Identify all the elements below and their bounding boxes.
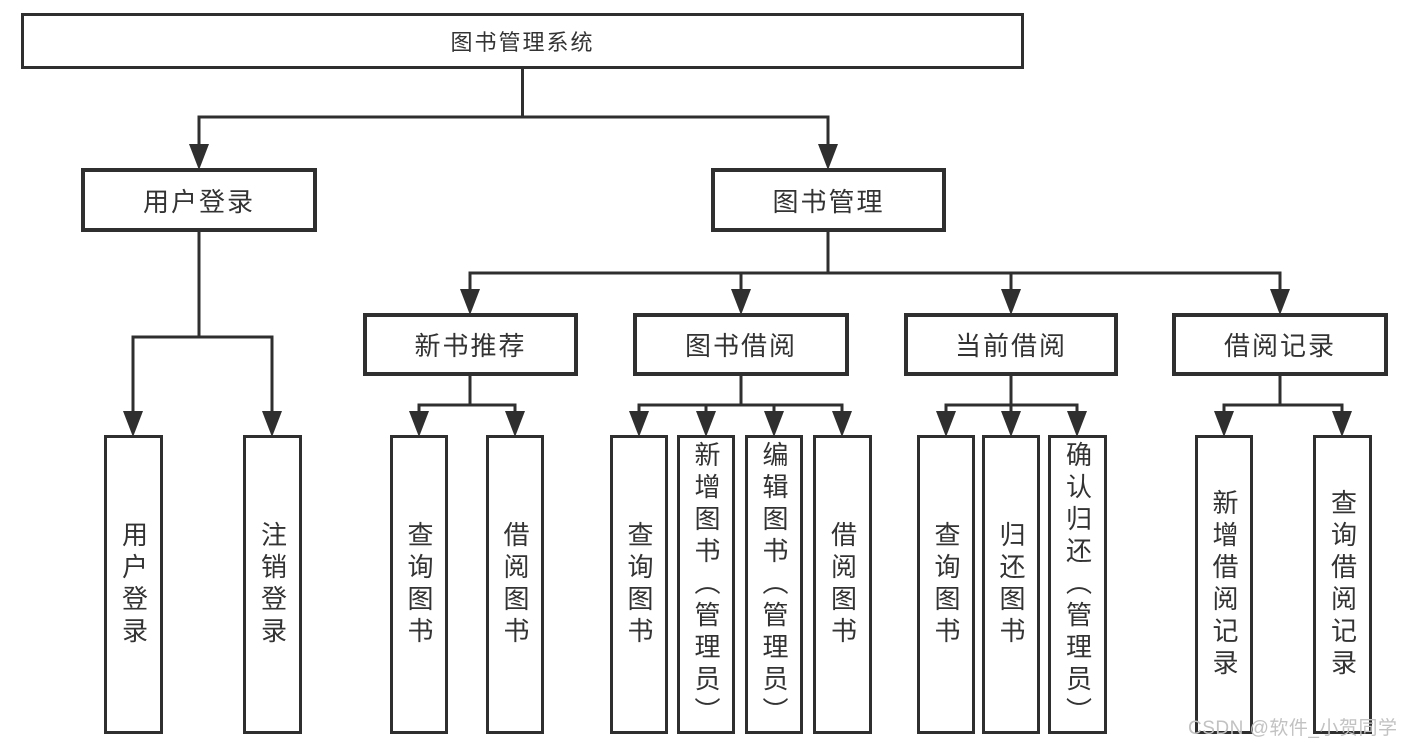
node-book-management: 图书管理 [711, 168, 946, 232]
leaf-return-books: 归还图书 [982, 435, 1040, 734]
leaf-borrow-books-newbooks-label: 借阅图书 [500, 520, 530, 649]
node-book-borrow: 图书借阅 [633, 313, 849, 376]
node-user-login-label: 用户登录 [142, 186, 255, 217]
leaf-user-login: 用户登录 [104, 435, 163, 734]
leaf-add-borrow-record: 新增借阅记录 [1195, 435, 1253, 734]
leaf-query-books-borrow-label: 查询图书 [624, 520, 654, 649]
edge-current-borrow-children [936, 375, 1087, 437]
leaf-borrow-books-newbooks: 借阅图书 [486, 435, 544, 734]
leaf-return-books-label: 归还图书 [996, 520, 1026, 649]
leaf-confirm-return-admin: 确认归还（管理员） [1048, 435, 1107, 734]
leaf-query-books-current-label: 查询图书 [931, 520, 961, 649]
node-current-borrow: 当前借阅 [904, 313, 1118, 376]
node-borrow-records-label: 借阅记录 [1223, 331, 1336, 361]
leaf-query-books-newbooks: 查询图书 [390, 435, 448, 734]
watermark: CSDN @软件_小贺同学 [1188, 718, 1398, 739]
leaf-query-books-current: 查询图书 [917, 435, 975, 734]
leaf-confirm-return-admin-label: 确认归还（管理员） [1062, 440, 1093, 729]
edge-borrow-records-children [1214, 375, 1352, 437]
node-book-borrow-label: 图书借阅 [684, 331, 797, 361]
node-root: 图书管理系统 [21, 13, 1024, 69]
node-current-borrow-label: 当前借阅 [954, 331, 1067, 361]
node-root-label: 图书管理系统 [450, 30, 595, 55]
leaf-borrow-books-borrow: 借阅图书 [813, 435, 872, 734]
leaf-add-borrow-record-label: 新增借阅记录 [1209, 488, 1239, 681]
leaf-edit-books-admin-label: 编辑图书（管理员） [759, 440, 789, 729]
edge-new-book-recommend-children [409, 375, 525, 437]
leaf-query-borrow-record: 查询借阅记录 [1313, 435, 1372, 734]
leaf-logout-login: 注销登录 [243, 435, 302, 734]
node-new-book-recommend-label: 新书推荐 [414, 331, 527, 361]
leaf-query-books-newbooks-label: 查询图书 [404, 520, 434, 649]
node-book-management-label: 图书管理 [772, 186, 885, 217]
leaf-query-books-borrow: 查询图书 [610, 435, 668, 734]
leaf-logout-login-label: 注销登录 [257, 520, 288, 649]
leaf-add-books-admin-label: 新增图书（管理员） [691, 440, 721, 729]
leaf-borrow-books-borrow-label: 借阅图书 [827, 520, 858, 649]
edge-root-to-level2 [189, 68, 838, 170]
edge-book-borrow-children [629, 375, 852, 437]
edge-user-login-children [123, 231, 282, 437]
leaf-edit-books-admin: 编辑图书（管理员） [745, 435, 803, 734]
edge-book-management-children [460, 232, 1290, 315]
leaf-user-login-label: 用户登录 [118, 520, 149, 649]
leaf-query-borrow-record-label: 查询借阅记录 [1327, 488, 1358, 681]
leaf-add-books-admin: 新增图书（管理员） [677, 435, 735, 734]
node-user-login: 用户登录 [81, 168, 317, 232]
node-new-book-recommend: 新书推荐 [363, 313, 578, 376]
node-borrow-records: 借阅记录 [1172, 313, 1388, 376]
